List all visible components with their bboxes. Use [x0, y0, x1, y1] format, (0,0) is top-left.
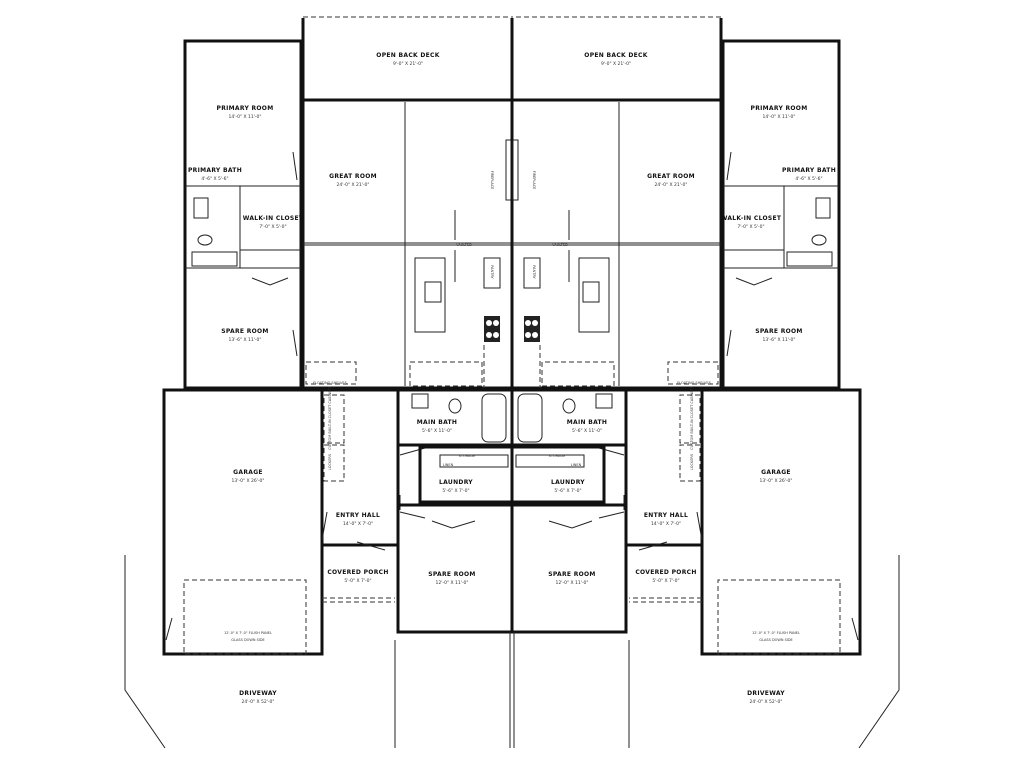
left-plan-note: LOCKERS	[328, 453, 332, 470]
left-entry-hall-dimensions: 14'-0" X 7'-0"	[343, 521, 373, 527]
right-spare-room-label: SPARE ROOM	[548, 571, 595, 578]
left-main-bath-label: MAIN BATH	[417, 419, 458, 426]
left-plan-note: 12'-0" X 7'-0" FLUSH PANEL	[224, 631, 272, 635]
right-primary-bath-label: PRIMARY BATH	[782, 167, 836, 174]
left-plan-note: FIREPLACE	[490, 171, 494, 190]
right-great-room-dimensions: 24'-0" X 21'-0"	[655, 182, 688, 188]
left-driveway-label: DRIVEWAY	[239, 690, 277, 697]
left-primary-bath-label: PRIMARY BATH	[188, 167, 242, 174]
left-spare-room-label: SPARE ROOM	[221, 328, 268, 335]
right-plan-note: PANTRY	[532, 265, 536, 279]
right-open-back-deck-label: OPEN BACK DECK	[584, 52, 647, 59]
left-primary-room-label: PRIMARY ROOM	[217, 105, 274, 112]
right-primary-room-label: PRIMARY ROOM	[751, 105, 808, 112]
right-laundry-dimensions: 5'-6" X 7'-0"	[554, 488, 581, 494]
left-great-room-label: GREAT ROOM	[329, 173, 377, 180]
left-plan-note: STORAGE	[459, 454, 476, 458]
left-plan-note: PANTRY	[490, 265, 494, 279]
right-plan-note: FIREPLACE	[532, 171, 536, 190]
left-plan-note: VAULTED	[456, 243, 472, 247]
left-laundry-dimensions: 5'-6" X 7'-0"	[442, 488, 469, 494]
left-open-back-deck-label: OPEN BACK DECK	[376, 52, 439, 59]
left-driveway-dimensions: 24'-0" X 52'-0"	[242, 699, 275, 705]
left-main-bath-dimensions: 5'-6" X 11'-0"	[422, 428, 452, 434]
right-garage-label: GARAGE	[761, 469, 791, 476]
left-walk-in-closet-label: WALK-IN CLOSET	[243, 215, 304, 222]
right-plan-note: VAULTED	[552, 243, 568, 247]
right-open-back-deck-dimensions: 9'-0" X 21'-0"	[601, 61, 631, 67]
left-spare-room-label: SPARE ROOM	[428, 571, 475, 578]
right-main-bath-label: MAIN BATH	[567, 419, 608, 426]
room-labels: OPEN BACK DECK 9'-0" X 21'-0" PRIMARY ROOM…	[188, 52, 836, 705]
left-primary-room-dimensions: 14'-0" X 11'-0"	[229, 114, 262, 120]
right-plan-note: CUSTOM BUILT-IN CLOSET CABINETS	[690, 385, 694, 450]
right-walk-in-closet-label: WALK-IN CLOSET	[721, 215, 782, 222]
left-open-back-deck-dimensions: 9'-0" X 21'-0"	[393, 61, 423, 67]
right-spare-room-label: SPARE ROOM	[755, 328, 802, 335]
right-laundry-label: LAUNDRY	[551, 479, 585, 486]
right-entry-hall-dimensions: 14'-0" X 7'-0"	[651, 521, 681, 527]
left-plan-note: LINEN	[443, 463, 454, 467]
right-covered-porch-label: COVERED PORCH	[635, 569, 696, 576]
left-great-room-dimensions: 24'-0" X 21'-0"	[337, 182, 370, 188]
left-garage-label: GARAGE	[233, 469, 263, 476]
left-spare-room-dimensions: 12'-0" X 11'-0"	[436, 580, 469, 586]
right-spare-room-dimensions: 12'-0" X 11'-0"	[556, 580, 589, 586]
right-spare-room-dimensions: 13'-6" X 11'-0"	[763, 337, 796, 343]
right-main-bath-dimensions: 5'-6" X 11'-0"	[572, 428, 602, 434]
left-covered-porch-label: COVERED PORCH	[327, 569, 388, 576]
left-spare-room-dimensions: 13'-6" X 11'-0"	[229, 337, 262, 343]
right-covered-porch-dimensions: 5'-0" X 7'-0"	[652, 578, 679, 584]
left-laundry-label: LAUNDRY	[439, 479, 473, 486]
left-plan-note: CUSTOM BUILT-IN CLOSET CABINETS	[328, 385, 332, 450]
left-walk-in-closet-dimensions: 7'-0" X 5'-0"	[259, 224, 286, 230]
right-walk-in-closet-dimensions: 7'-0" X 5'-0"	[737, 224, 764, 230]
right-great-room-label: GREAT ROOM	[647, 173, 695, 180]
right-plan-note: FLOATING SHELVES	[677, 381, 712, 385]
left-plan-note: FLOATING SHELVES	[313, 381, 348, 385]
right-entry-hall-label: ENTRY HALL	[644, 512, 688, 519]
left-plan-note: GLASS DOWN SIDE	[231, 638, 265, 642]
right-driveway-dimensions: 24'-0" X 52'-0"	[750, 699, 783, 705]
right-plan-note: LINEN	[571, 463, 582, 467]
right-plan-note: 12'-0" X 7'-0" FLUSH PANEL	[752, 631, 800, 635]
right-primary-room-dimensions: 14'-0" X 11'-0"	[763, 114, 796, 120]
right-garage-dimensions: 13'-0" X 26'-0"	[760, 478, 793, 484]
left-entry-hall-label: ENTRY HALL	[336, 512, 380, 519]
left-primary-bath-dimensions: 4'-6" X 5'-6"	[201, 176, 228, 182]
right-driveway-label: DRIVEWAY	[747, 690, 785, 697]
right-plan-note: LOCKERS	[690, 453, 694, 470]
right-primary-bath-dimensions: 4'-6" X 5'-6"	[795, 176, 822, 182]
right-plan-note: GLASS DOWN SIDE	[759, 638, 793, 642]
right-plan-note: STORAGE	[549, 454, 566, 458]
left-garage-dimensions: 13'-0" X 26'-0"	[232, 478, 265, 484]
left-covered-porch-dimensions: 5'-0" X 7'-0"	[344, 578, 371, 584]
